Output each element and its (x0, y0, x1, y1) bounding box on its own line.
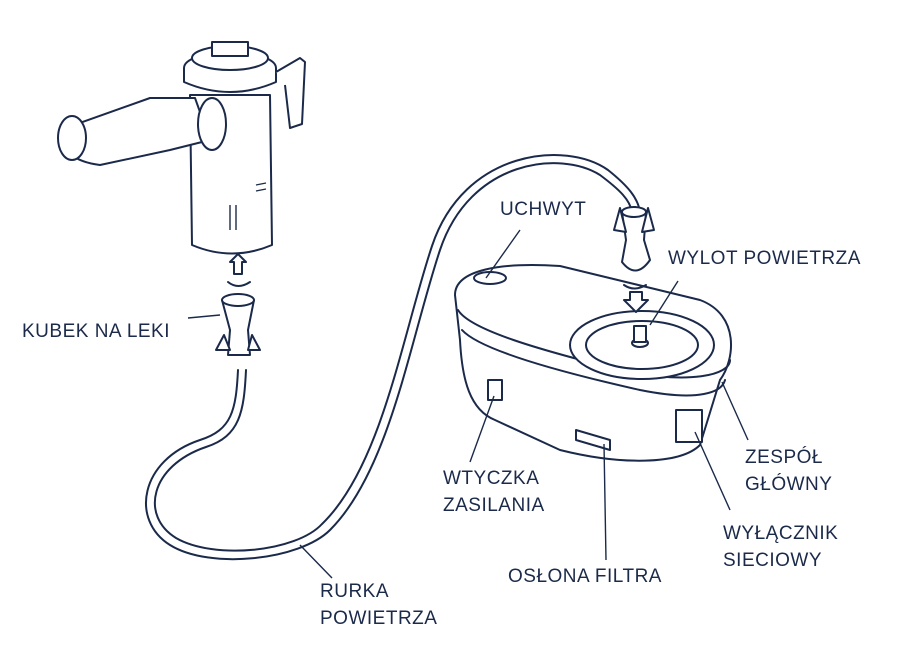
label-filter-cover: OSŁONA FILTRA (508, 566, 662, 587)
label-main-unit: ZESPÓŁ GŁÓWNY (745, 444, 832, 498)
label-main-unit-line2: GŁÓWNY (745, 474, 833, 495)
label-handle: UCHWYT (500, 199, 587, 220)
label-power-switch-line1: WYŁĄCZNIK (723, 523, 839, 544)
label-power-switch-line2: SIECIOWY (723, 550, 823, 571)
air-tube (145, 153, 641, 561)
main-unit-drawing (454, 206, 732, 462)
label-air-outlet: WYLOT POWIETRZA (668, 248, 861, 269)
label-power-plug-line2: ZASILANIA (443, 495, 545, 516)
label-power-plug: WTYCZKA ZASILANIA (443, 465, 545, 519)
label-air-tube-line1: RURKA (320, 581, 390, 602)
label-power-plug-line1: WTYCZKA (443, 468, 540, 489)
medicine-cup-drawing (57, 41, 306, 356)
leader-lines (187, 229, 749, 579)
label-power-switch: WYŁĄCZNIK SIECIOWY (723, 520, 838, 574)
label-air-tube-line2: POWIETRZA (320, 608, 438, 629)
label-air-tube: RURKA POWIETRZA (320, 578, 437, 632)
label-main-unit-line1: ZESPÓŁ (745, 447, 823, 468)
label-medicine-cup: KUBEK NA LEKI (22, 321, 171, 342)
